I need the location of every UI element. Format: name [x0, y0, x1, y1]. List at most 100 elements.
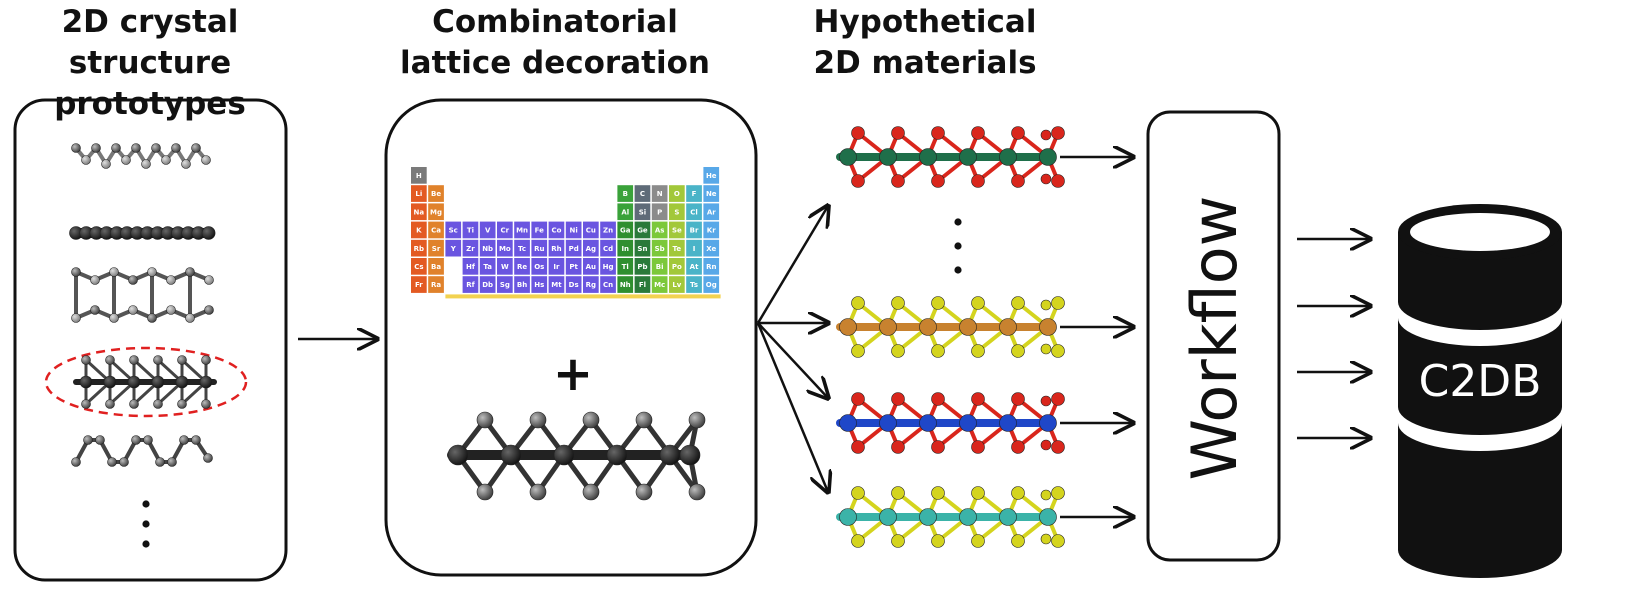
svg-text:Og: Og — [706, 281, 717, 289]
more-prototypes-ellipsis — [142, 500, 150, 548]
svg-text:Mt: Mt — [551, 281, 562, 289]
svg-text:Al: Al — [621, 208, 629, 216]
svg-text:Rb: Rb — [414, 245, 424, 253]
svg-text:S: S — [674, 208, 679, 216]
svg-text:Fe: Fe — [535, 227, 544, 235]
svg-text:Te: Te — [673, 245, 682, 253]
svg-text:Sc: Sc — [449, 227, 458, 235]
svg-text:Co: Co — [551, 227, 561, 235]
material-structure-1 — [836, 126, 1065, 188]
template-lattice-structure — [447, 411, 706, 501]
svg-text:Tc: Tc — [518, 245, 526, 253]
svg-text:Nh: Nh — [620, 281, 631, 289]
svg-text:Pt: Pt — [569, 263, 578, 271]
svg-text:Lv: Lv — [672, 281, 681, 289]
workflow-box — [1146, 110, 1281, 562]
svg-text:Rf: Rf — [466, 281, 475, 289]
more-materials-ellipsis — [954, 218, 962, 274]
prototype-flat-chain — [69, 226, 216, 240]
svg-text:Zn: Zn — [603, 227, 613, 235]
svg-text:Cd: Cd — [603, 245, 613, 253]
svg-text:Pd: Pd — [569, 245, 579, 253]
svg-text:Ru: Ru — [534, 245, 544, 253]
svg-text:Cr: Cr — [501, 227, 510, 235]
svg-text:Hf: Hf — [466, 263, 476, 271]
svg-text:Re: Re — [517, 263, 527, 271]
fan-out-arrows — [756, 206, 828, 492]
svg-text:Cu: Cu — [586, 227, 596, 235]
svg-text:Na: Na — [414, 208, 425, 216]
svg-text:Ra: Ra — [431, 281, 441, 289]
svg-text:Ni: Ni — [570, 227, 578, 235]
svg-text:Pb: Pb — [637, 263, 647, 271]
svg-text:Mc: Mc — [654, 281, 665, 289]
decoration-panel — [384, 98, 758, 577]
svg-text:Li: Li — [415, 190, 422, 198]
svg-text:At: At — [690, 263, 699, 271]
svg-text:Hs: Hs — [534, 281, 544, 289]
svg-text:Fl: Fl — [639, 281, 646, 289]
svg-text:Ti: Ti — [467, 227, 474, 235]
svg-text:Ag: Ag — [586, 245, 596, 253]
svg-text:Tl: Tl — [622, 263, 629, 271]
svg-text:As: As — [655, 227, 665, 235]
material-structure-4 — [836, 486, 1065, 548]
svg-text:Sb: Sb — [655, 245, 665, 253]
svg-text:Sn: Sn — [637, 245, 647, 253]
prototype-hexagonal-layer — [71, 267, 214, 323]
svg-text:Os: Os — [534, 263, 544, 271]
svg-text:Cs: Cs — [414, 263, 423, 271]
svg-text:Ca: Ca — [431, 227, 441, 235]
material-structure-2 — [836, 296, 1065, 358]
svg-text:O: O — [674, 190, 680, 198]
svg-text:Sg: Sg — [500, 281, 510, 289]
svg-text:Ba: Ba — [431, 263, 441, 271]
svg-text:Fr: Fr — [415, 281, 423, 289]
svg-text:Ar: Ar — [707, 208, 716, 216]
workflow-label: Workflow — [1178, 196, 1251, 481]
svg-text:Mg: Mg — [430, 208, 442, 216]
svg-text:Rn: Rn — [706, 263, 716, 271]
svg-text:Be: Be — [431, 190, 441, 198]
svg-text:Ds: Ds — [569, 281, 579, 289]
svg-text:I: I — [693, 245, 696, 253]
svg-text:W: W — [501, 263, 509, 271]
svg-text:Ts: Ts — [690, 281, 698, 289]
svg-text:Ir: Ir — [553, 263, 560, 271]
svg-text:K: K — [416, 227, 422, 235]
svg-text:Sr: Sr — [432, 245, 441, 253]
svg-text:In: In — [621, 245, 629, 253]
svg-text:Mo: Mo — [499, 245, 511, 253]
svg-text:V: V — [485, 227, 491, 235]
svg-text:Xe: Xe — [706, 245, 716, 253]
svg-text:B: B — [623, 190, 628, 198]
svg-text:Po: Po — [672, 263, 682, 271]
svg-text:Ga: Ga — [620, 227, 631, 235]
prototype-trigonal-layer — [73, 355, 217, 409]
svg-text:Se: Se — [672, 227, 682, 235]
selected-prototype-highlight — [44, 346, 248, 418]
svg-text:Rh: Rh — [551, 245, 561, 253]
svg-text:Bi: Bi — [656, 263, 664, 271]
svg-text:Ge: Ge — [637, 227, 648, 235]
svg-text:Cn: Cn — [603, 281, 613, 289]
database-label: C2DB — [1419, 356, 1542, 407]
svg-text:He: He — [706, 172, 717, 180]
hypothetical-heading: Hypothetical 2D materials — [813, 4, 1037, 81]
arrows-into-workflow — [1060, 157, 1133, 517]
plus-sign: + — [553, 346, 593, 402]
svg-text:Bh: Bh — [517, 281, 527, 289]
svg-text:Ne: Ne — [706, 190, 717, 198]
prototypes-heading: 2D crystal structure prototypes — [54, 4, 246, 122]
prototype-puckered-chain — [71, 435, 213, 467]
database-cylinder-icon — [1398, 204, 1562, 578]
svg-text:Si: Si — [639, 208, 646, 216]
svg-text:C: C — [640, 190, 645, 198]
arrows-into-database — [1297, 239, 1370, 438]
svg-text:N: N — [657, 190, 663, 198]
svg-text:Rg: Rg — [586, 281, 596, 289]
svg-text:Mn: Mn — [516, 227, 528, 235]
svg-text:Au: Au — [586, 263, 596, 271]
